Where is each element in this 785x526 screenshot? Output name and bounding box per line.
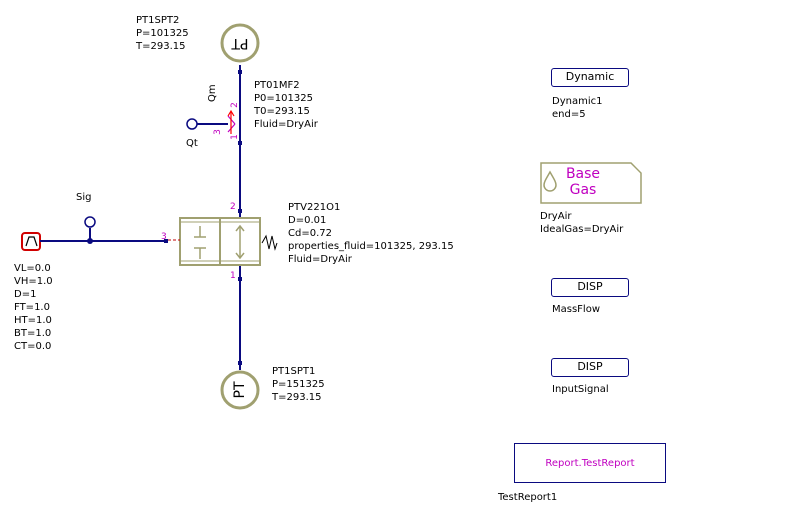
pt01mf2-param: Fluid=DryAir xyxy=(254,119,318,130)
base-gas-param: IdealGas=DryAir xyxy=(540,224,624,235)
pin-mf-top: 2 xyxy=(229,102,240,108)
valve-param: D=0.01 xyxy=(288,215,327,226)
pt1spt2-param: P=101325 xyxy=(136,28,189,39)
report-name: TestReport1 xyxy=(498,492,558,503)
pt-source-bottom[interactable]: PT xyxy=(220,370,260,410)
base-gas-line2: Gas xyxy=(569,182,597,198)
pt1spt1-name: PT1SPT1 xyxy=(272,366,316,377)
pt1spt2-param: T=293.15 xyxy=(136,41,186,52)
pt-top-symbol: PT xyxy=(231,35,248,51)
signal-param: FT=1.0 xyxy=(14,302,50,313)
report-block[interactable]: Report.TestReport xyxy=(514,443,666,483)
droplet-icon xyxy=(543,170,557,192)
pin-mf-left: 3 xyxy=(212,129,223,135)
pt1spt1-param: P=151325 xyxy=(272,379,325,390)
pin-valve-bottom: 1 xyxy=(230,271,236,281)
signal-name: Sig xyxy=(76,192,92,203)
signal-probe[interactable] xyxy=(84,216,96,228)
signal-param: VL=0.0 xyxy=(14,263,51,274)
valve-name: PTV221O1 xyxy=(288,202,341,213)
disp-massflow-button[interactable]: DISP xyxy=(551,278,629,297)
base-gas-name: DryAir xyxy=(540,211,572,222)
signal-source[interactable] xyxy=(21,232,41,251)
signal-param: BT=1.0 xyxy=(14,328,52,339)
valve-ptv[interactable] xyxy=(168,217,278,266)
disp-input-name: InputSignal xyxy=(552,384,609,395)
base-gas-block[interactable]: Base Gas xyxy=(540,162,642,204)
disp-input-button[interactable]: DISP xyxy=(551,358,629,377)
dynamic-button[interactable]: Dynamic xyxy=(551,68,629,87)
signal-param: D=1 xyxy=(14,289,37,300)
valve-param: Fluid=DryAir xyxy=(288,254,352,265)
dynamic-name: Dynamic1 xyxy=(552,96,603,107)
base-gas-line1: Base xyxy=(565,166,601,182)
dynamic-param: end=5 xyxy=(552,109,586,120)
pt1spt1-param: T=293.15 xyxy=(272,392,322,403)
mass-flow-sensor[interactable] xyxy=(186,109,236,134)
base-gas-shape xyxy=(540,162,642,204)
qt-label: Qt xyxy=(186,138,198,149)
report-label: Report.TestReport xyxy=(545,457,635,469)
pt-source-top[interactable]: PT xyxy=(220,23,260,63)
signal-param: VH=1.0 xyxy=(14,276,53,287)
signal-param: CT=0.0 xyxy=(14,341,52,352)
pt-bottom-symbol: PT xyxy=(232,381,248,398)
pt01mf2-param: P0=101325 xyxy=(254,93,313,104)
disp-massflow-name: MassFlow xyxy=(552,304,601,315)
pt1spt2-name: PT1SPT2 xyxy=(136,15,180,26)
signal-param: HT=1.0 xyxy=(14,315,52,326)
pin-valve-left: 3 xyxy=(161,232,167,242)
valve-param: Cd=0.72 xyxy=(288,228,332,239)
valve-param: properties_fluid=101325, 293.15 xyxy=(288,241,454,252)
pin-valve-top: 2 xyxy=(230,202,236,212)
pt01mf2-name: PT01MF2 xyxy=(254,80,300,91)
pin-mf-bottom: 1 xyxy=(229,134,240,140)
pt01mf2-param: T0=293.15 xyxy=(254,106,310,117)
qm-label: Qm xyxy=(207,84,218,102)
